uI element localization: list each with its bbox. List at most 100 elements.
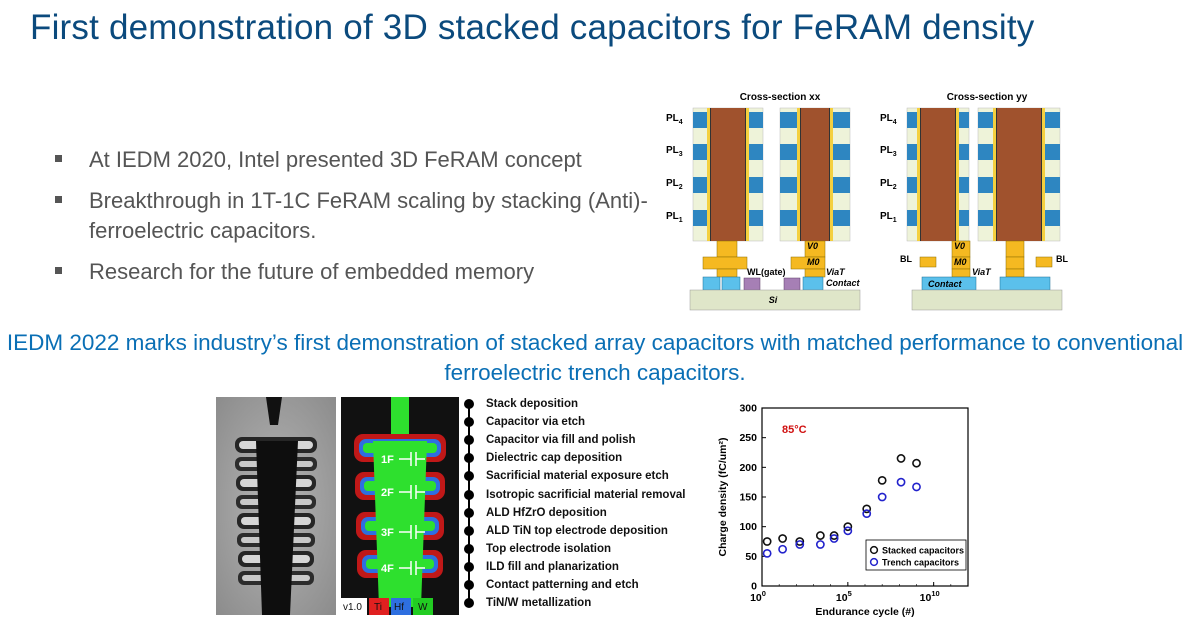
data-point [877,475,887,485]
bullet-list: At IEDM 2020, Intel presented 3D FeRAM c… [55,145,655,298]
process-step-label: Contact patterning and etch [486,579,639,591]
step-bullet-icon [464,507,474,518]
process-step-label: Sacrificial material exposure etch [486,470,669,483]
y-axis-label: Charge density (fC/um²) [717,437,729,556]
process-step-label: Top electrode isolation [486,542,612,555]
capacitor-symbol-icon [399,525,425,539]
svg-text:Si: Si [769,295,778,305]
svg-text:BL: BL [1056,254,1068,264]
process-step-label: Dielectric cap deposition [486,452,623,465]
eds-legend: v1.0 Ti Hf W [341,598,433,615]
y-tick-label: 50 [745,551,757,563]
step-bullet-icon [464,598,474,609]
capacitor-symbol-icon [399,485,425,499]
x-tick-label: 100 [750,589,766,604]
process-step-label: Isotropic sacrificial material removal [486,488,686,501]
legend-label: Trench capacitors [882,558,959,568]
capacitor-level-label: 2F [381,487,394,499]
process-timeline-line [468,402,470,604]
step-bullet-icon [464,543,474,554]
y-tick-label: 0 [751,581,757,593]
temperature-annotation: 85°C [782,424,807,436]
svg-text:PL2: PL2 [880,178,897,191]
y-tick-label: 250 [739,432,757,444]
capacitor-level-label: 1F [381,454,394,466]
process-step-label: Capacitor via fill and polish [486,434,636,447]
svg-text:M0: M0 [807,257,820,267]
data-point [815,540,825,549]
svg-text:PL1: PL1 [666,211,683,224]
process-step-label: ILD fill and planarization [486,560,619,573]
data-point [778,534,787,543]
legend-marker-icon [869,545,879,555]
legend-label: Stacked capacitors [882,546,964,556]
svg-text:BL: BL [900,254,912,264]
data-point [829,534,839,543]
step-bullet-icon [464,580,474,590]
eds-map-image: 1F 2F 3F 4F v1.0 Ti Hf W [341,397,459,615]
svg-text:PL4: PL4 [666,113,683,126]
data-point [843,526,853,536]
data-point [795,540,805,549]
data-point [815,531,825,540]
y-tick-label: 300 [739,403,757,415]
step-bullet-icon [464,525,474,536]
tem-micrograph-image [216,397,336,615]
data-point [829,531,839,540]
data-point [778,544,787,554]
process-step-label: ALD TiN top electrode deposition [486,524,668,537]
cross-section-xx-title: Cross-section xx [740,92,821,103]
step-bullet-icon [464,399,474,409]
svg-text:Contact: Contact [826,278,861,288]
svg-text:v1.0: v1.0 [343,602,362,613]
capacitor-column [977,107,1061,242]
svg-text:W: W [418,602,428,613]
page-title: First demonstration of 3D stacked capaci… [30,8,1035,47]
data-point [795,537,805,546]
capacitor-level-label: 4F [381,563,394,575]
headline-statement: IEDM 2022 marks industry’s first demonst… [6,330,1184,385]
cross-section-yy-title: Cross-section yy [947,92,1028,103]
data-point [912,458,921,468]
capacitor-level-label: 3F [381,527,394,539]
step-bullet-icon [464,471,474,482]
svg-text:PL1: PL1 [880,211,897,224]
bullet-item: Research for the future of embedded memo… [55,257,655,287]
process-step-label: Capacitor via etch [486,416,586,429]
data-point [843,522,853,532]
legend-marker-icon [869,557,879,567]
capacitor-stacks [692,107,1061,242]
svg-text:Contact: Contact [928,279,963,289]
cross-section-diagram: Cross-section xx Cross-section yy PL4 PL… [666,92,1068,311]
bullet-item: At IEDM 2020, Intel presented 3D FeRAM c… [55,145,655,175]
data-point [862,504,872,514]
step-bullet-icon [464,435,474,446]
svg-text:M0: M0 [954,257,967,267]
svg-text:PL3: PL3 [880,145,897,158]
pl-labels-left: PL4 PL3 PL2 PL1 [666,113,683,224]
svg-text:PL4: PL4 [880,113,897,126]
y-tick-label: 100 [739,521,757,533]
step-bullet-icon [464,489,474,500]
svg-text:Ti: Ti [374,602,382,613]
capacitor-column [692,107,764,242]
data-point [762,548,772,558]
data-point [762,537,772,546]
capacitor-column [906,107,970,242]
xx-interconnect: V0 M0 WL(gate) ViaT Contact Si [689,240,861,311]
bullet-item: Breakthrough in 1T-1C FeRAM scaling by s… [55,186,655,246]
yy-interconnect: V0 M0 ViaT Contact BL BL [900,240,1068,311]
y-tick-label: 150 [739,492,757,504]
data-point [912,482,921,492]
step-bullet-icon [464,417,474,428]
capacitor-symbol-icon [399,452,425,466]
svg-text:ViaT: ViaT [826,267,846,277]
process-step-label: ALD HfZrO deposition [486,506,607,519]
svg-text:V0: V0 [954,241,965,251]
step-bullet-icon [464,453,474,464]
svg-text:Hf: Hf [394,602,404,613]
data-point [862,509,872,519]
svg-text:V0: V0 [807,241,818,251]
